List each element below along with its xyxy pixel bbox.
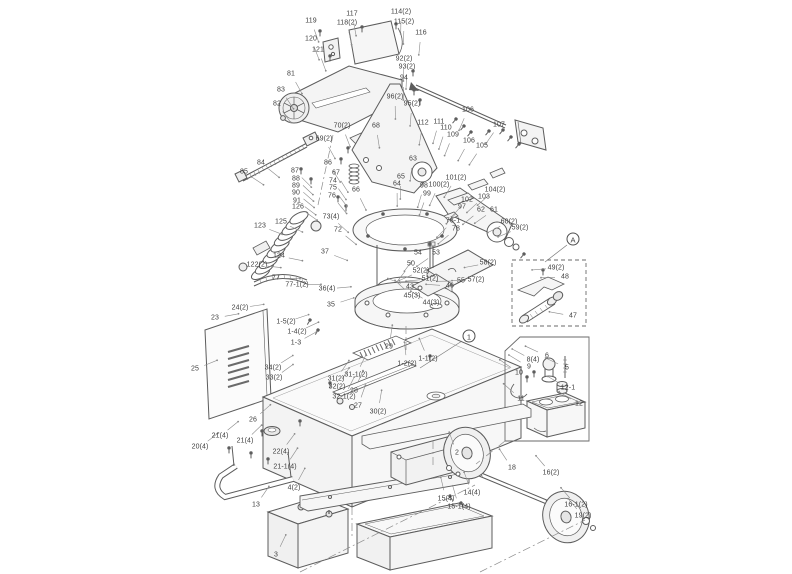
frame-bracket-drawing (348, 83, 438, 194)
switch-box-drawing (504, 336, 590, 442)
coil-spring-drawing (238, 211, 322, 280)
door-panel-drawing (204, 308, 272, 420)
detail-a-box-drawing (511, 259, 587, 327)
tension-rod-drawing (234, 131, 320, 183)
tilt-rod-drawing (409, 82, 547, 151)
label-leader-lines (204, 20, 578, 547)
wheel-assembly-drawing (443, 426, 596, 544)
handlebar-drawing (214, 445, 294, 501)
callout-leader-drawing (419, 244, 568, 369)
pivot-arm-drawing (435, 167, 520, 251)
chip-tray-drawing (355, 502, 494, 571)
hand-wheel-drawing (278, 92, 310, 124)
curved-rack-drawing (253, 274, 308, 287)
construction-lines-drawing (299, 134, 586, 573)
turntable-drawing (352, 208, 460, 330)
battery-box-drawing (266, 496, 350, 569)
